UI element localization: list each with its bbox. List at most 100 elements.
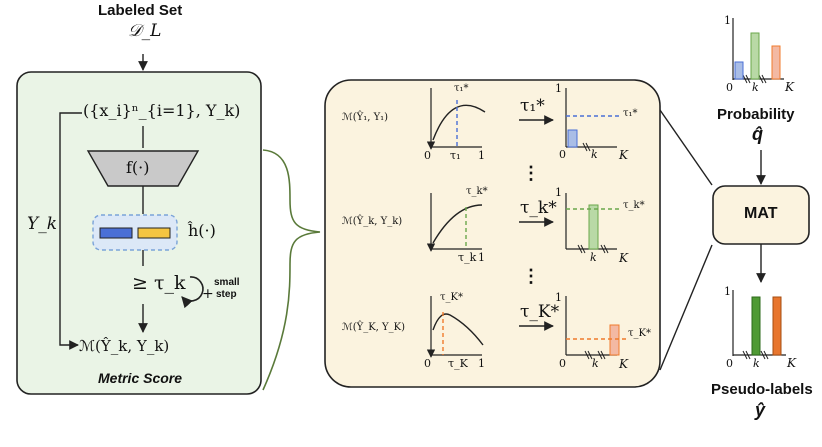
- row1-bar-tau: τ₁*: [623, 108, 638, 119]
- threshold-label: ≥ τ_k: [132, 272, 186, 294]
- row1-x-one: 1: [478, 149, 485, 162]
- probability-label: Probability: [717, 106, 795, 123]
- pseudo-k: k: [753, 357, 760, 370]
- prob-k: k: [752, 81, 759, 94]
- row3-bar-K: K: [619, 357, 628, 371]
- row1-peak: τ₁*: [454, 83, 469, 94]
- row2-bar-one: 1: [555, 186, 562, 199]
- metric-label: ℳ(Ŷ_k, Y_k): [79, 337, 170, 355]
- row1-curve: [432, 104, 486, 141]
- pseudo-bar-k: [751, 296, 761, 356]
- f-trapezoid: [86, 150, 200, 187]
- row1-bar-one: 1: [555, 82, 562, 95]
- plus-label: +: [202, 286, 214, 302]
- h-bar-blue: [99, 227, 133, 239]
- feedback-label: Y_k: [27, 214, 58, 234]
- row1-bar-zero: 0: [559, 148, 566, 161]
- f-label: f(·): [126, 158, 150, 177]
- h-label: ĥ(·): [188, 221, 216, 240]
- pseudo-one: 1: [724, 285, 731, 298]
- row3-bar-tau: τ_K*: [628, 328, 652, 339]
- row1-bar: [567, 129, 578, 148]
- pseudo-labels-symbol: ŷ: [755, 400, 766, 420]
- row2-x-tau: τ_k: [458, 251, 477, 264]
- pseudo-break-4: [763, 350, 769, 360]
- connector-top: [659, 109, 713, 186]
- prob-one: 1: [724, 14, 731, 27]
- dots-2: ⋮: [522, 266, 540, 287]
- row2-break-4: [603, 244, 609, 254]
- step-loop-icon: [181, 276, 204, 309]
- row1-x-zero: 0: [424, 149, 431, 162]
- row1-bar-k: k: [591, 148, 598, 161]
- connector-bottom: [659, 244, 713, 371]
- row1-x-tau: τ₁: [450, 149, 461, 162]
- pseudo-labels-label: Pseudo-labels: [711, 381, 813, 398]
- prob-break-2: [745, 74, 751, 84]
- pseudo-K: K: [787, 356, 796, 370]
- h-bar-yellow: [137, 227, 171, 239]
- pseudo-break-2: [745, 350, 751, 360]
- pseudo-label-chart: [732, 290, 786, 360]
- labeled-set-title: Labeled Set: [98, 2, 183, 19]
- row3-bar-k: k: [592, 357, 599, 370]
- row1-break-2: [585, 142, 591, 152]
- feedback-line: [59, 112, 82, 350]
- prob-break-1: [742, 74, 748, 84]
- row-2: [426, 193, 620, 254]
- row2-bar: [588, 204, 599, 250]
- step-label: step: [216, 289, 237, 300]
- row3-bar-zero: 0: [559, 357, 566, 370]
- left-brace: [262, 149, 321, 391]
- dataset-symbol: 𝒟_L: [128, 21, 162, 41]
- row3-break-1: [584, 350, 590, 360]
- row1-bar-K: K: [619, 148, 628, 162]
- row3-x-one: 1: [478, 357, 485, 370]
- row2-bar-k: k: [590, 251, 597, 264]
- row1-metric: ℳ(Ŷ₁, Y₁): [342, 112, 389, 123]
- metric-score-caption: Metric Score: [98, 370, 183, 386]
- h-box: [92, 214, 178, 251]
- row1-arrow-label: τ₁*: [520, 96, 545, 116]
- row2-bar-tau: τ_k*: [623, 200, 645, 211]
- probability-chart: [732, 18, 784, 84]
- prob-bar-1: [734, 61, 744, 80]
- pseudo-break-1: [742, 350, 748, 360]
- row3-break-4: [600, 350, 606, 360]
- probability-symbol: q̂: [752, 124, 763, 144]
- prob-break-3: [758, 74, 764, 84]
- row2-peak: τ_k*: [466, 186, 488, 197]
- prob-bar-k: [750, 32, 760, 80]
- row-1: [426, 88, 620, 152]
- dots-1: ⋮: [522, 163, 540, 184]
- row3-metric: ℳ(Ŷ_K, Y_K): [342, 322, 405, 333]
- row3-arrow-label: τ_K*: [520, 302, 560, 322]
- small-label: small: [214, 277, 240, 288]
- row2-break-1: [577, 244, 583, 254]
- row2-bar-K: K: [619, 251, 628, 265]
- pseudo-bar-K: [772, 296, 782, 356]
- prob-zero: 0: [726, 81, 733, 94]
- row2-arrow-label: τ_k*: [520, 198, 557, 218]
- row3-x-tau: τ_K: [448, 357, 468, 370]
- mat-label: MAT: [744, 205, 778, 222]
- row1-break-1: [582, 142, 588, 152]
- row3-bar-one: 1: [555, 291, 562, 304]
- row3-break-2: [587, 350, 593, 360]
- prob-bar-K: [771, 45, 781, 80]
- row2-metric: ℳ(Ŷ_k, Y_k): [342, 216, 403, 227]
- prob-break-4: [761, 74, 767, 84]
- row2-x-one: 1: [478, 251, 485, 264]
- row3-bar: [609, 324, 620, 356]
- pseudo-break-3: [760, 350, 766, 360]
- row3-x-zero: 0: [424, 357, 431, 370]
- row3-break-3: [597, 350, 603, 360]
- row2-break-2: [580, 244, 586, 254]
- row3-curve: [432, 313, 484, 346]
- prob-K: K: [785, 80, 794, 94]
- row-3: [426, 296, 626, 360]
- row3-peak: τ_K*: [440, 292, 464, 303]
- middle-panel: [324, 79, 661, 388]
